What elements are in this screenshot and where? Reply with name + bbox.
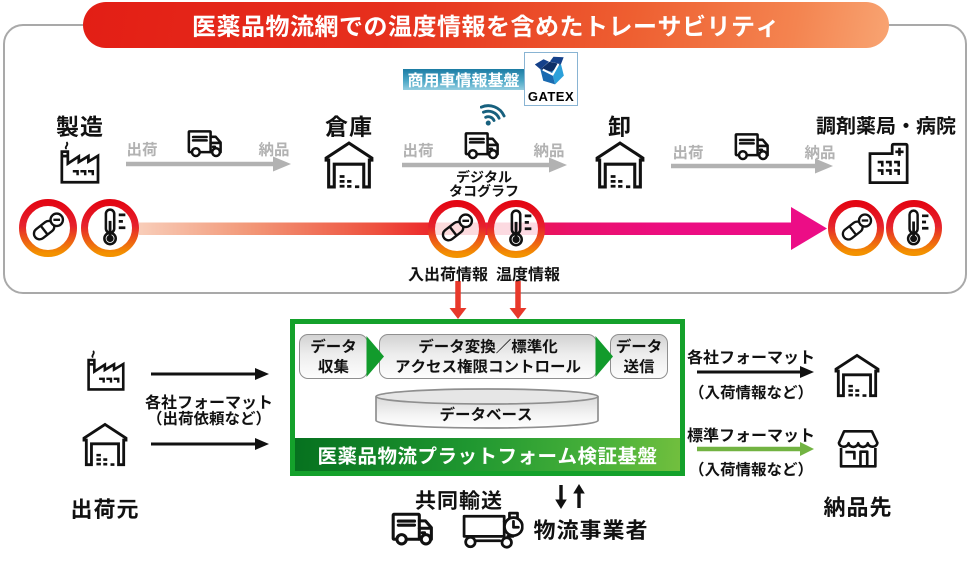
ship-label: 出荷 <box>672 141 704 163</box>
warehouse-icon <box>321 139 377 192</box>
deliver-label: 納品 <box>533 139 565 161</box>
standard-format-label: 標準フォーマット <box>686 422 815 446</box>
stage-label-manufacture: 製造 <box>56 108 104 142</box>
ship-label: 出荷 <box>126 138 158 160</box>
platform-bar-label: 医薬品物流プラットフォーム検証基盤 <box>295 438 680 471</box>
hospital-icon <box>864 139 911 187</box>
commercial-vehicle-platform-label: 商用車情報基盤 <box>403 69 524 90</box>
warehouse-icon <box>831 352 883 400</box>
gatex-box-icon <box>535 54 569 90</box>
inout-info-label: 入出荷情報 <box>407 261 488 285</box>
thermometer-icon <box>94 207 128 247</box>
gatex-logo-text: GATEX <box>527 89 575 104</box>
store-icon <box>833 425 884 471</box>
arrival-info-note: （入荷情報など） <box>688 381 813 403</box>
banner-title: 医薬品物流網での温度情報を含めたトレーサビリティ <box>83 2 889 48</box>
stage-label-pharmacy-hospital: 調剤薬局・病院 <box>816 110 956 139</box>
ship-label: 出荷 <box>402 139 434 161</box>
thermometer-icon <box>898 208 931 247</box>
data-collect-box: データ 収集 <box>299 334 368 379</box>
company-format-label: 各社フォーマット <box>144 389 273 413</box>
warehouse-icon <box>592 139 648 192</box>
temperature-info-label: 温度情報 <box>495 261 560 285</box>
database-label: データベース <box>439 403 533 425</box>
factory-icon <box>56 136 104 188</box>
wifi-signal-icon <box>480 100 510 130</box>
data-send-box: データ 送信 <box>610 334 668 379</box>
truck-icon <box>463 129 505 163</box>
stage-label-warehouse: 倉庫 <box>325 108 373 142</box>
truck-icon <box>186 127 228 161</box>
updown-arrow <box>555 484 585 509</box>
arrival-info-note: （入荷情報など） <box>688 458 813 480</box>
stage-label-wholesale: 卸 <box>608 108 632 142</box>
truck-icon <box>733 130 775 164</box>
digital-tachograph-label: デジタル タコグラフ <box>449 167 519 201</box>
data-convert-box: データ変換／標準化 アクセス権限コントロール <box>379 334 597 379</box>
deliver-label: 納品 <box>258 138 290 160</box>
truck-icon <box>390 509 440 550</box>
pill-icon <box>440 211 475 246</box>
joint-transport-label: 共同輸送 <box>415 485 503 515</box>
gatex-logo: GATEX <box>524 52 578 106</box>
truck-clock-icon <box>462 511 524 549</box>
ship-request-note: （出荷依頼など） <box>146 407 271 429</box>
destination-label: 納品先 <box>823 490 893 522</box>
shipper-label: 出荷元 <box>70 492 140 524</box>
thermometer-icon <box>500 208 534 248</box>
deliver-label: 納品 <box>804 141 836 163</box>
logistics-operator-label: 物流事業者 <box>533 513 649 545</box>
pill-icon <box>31 210 66 245</box>
pill-icon <box>840 211 874 245</box>
company-format-label: 各社フォーマット <box>686 344 815 368</box>
warehouse-icon <box>79 421 131 469</box>
factory-icon <box>83 345 129 395</box>
